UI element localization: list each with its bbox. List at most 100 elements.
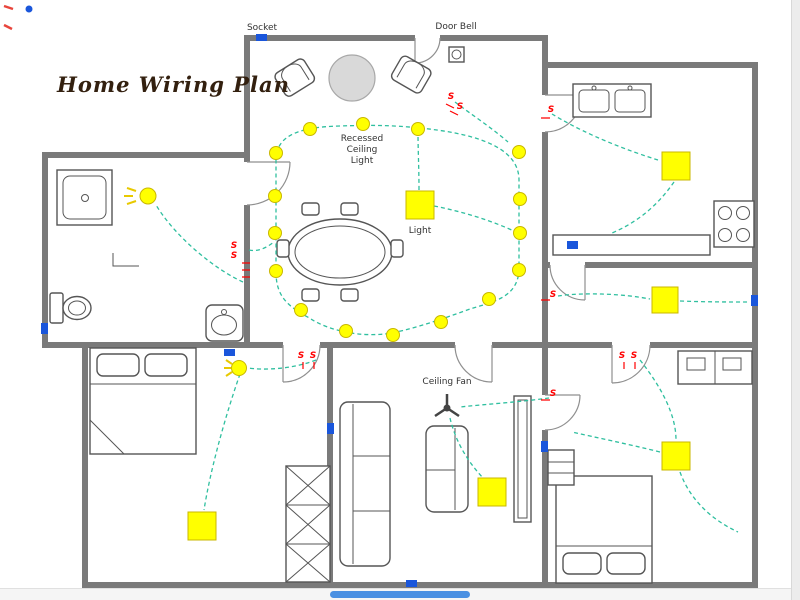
wire-hallway-right	[679, 300, 751, 303]
recessed-light	[294, 303, 308, 317]
light-bulb	[231, 360, 247, 376]
burner	[718, 206, 732, 220]
recessed-light	[339, 324, 353, 338]
light-square-hallway	[651, 286, 679, 314]
recessed-light	[513, 226, 527, 240]
switch-symbol: S	[550, 389, 556, 399]
recessed-light	[513, 192, 527, 206]
faucet	[627, 85, 633, 91]
sockets	[41, 34, 758, 587]
horizontal-scrollbar[interactable]	[0, 588, 791, 600]
faucet	[591, 85, 597, 91]
wardrobe-drawer	[686, 357, 706, 371]
wiring	[155, 101, 751, 533]
wire-light-to-loop-right	[433, 205, 517, 233]
corner-wall-light	[224, 359, 247, 377]
light-rays	[124, 187, 137, 205]
ceiling-fan-symbol	[434, 394, 460, 418]
wardrobe-left	[285, 465, 331, 583]
armchair-back	[396, 60, 425, 89]
wire-kitchen-counter	[611, 181, 675, 234]
door-bedroom-right	[611, 344, 651, 384]
legend-fragments	[3, 4, 33, 31]
annotations: Socket Door Bell Recessed Ceiling Light …	[247, 22, 477, 387]
socket-label: Socket	[247, 23, 278, 33]
legend-fragment-red	[3, 4, 14, 11]
tv-console-body	[513, 395, 532, 523]
loveseat	[425, 425, 469, 513]
stove-body	[713, 200, 755, 248]
door-living-family	[454, 344, 493, 383]
dining-table-inner	[294, 225, 386, 279]
recessed-light	[411, 122, 425, 136]
bedroom-left-furniture	[89, 347, 331, 583]
legend-fragment-red	[3, 23, 13, 31]
vertical-scrollbar[interactable]	[791, 0, 800, 600]
armchair-left	[274, 58, 316, 97]
door-bedroom-left	[282, 344, 321, 383]
recessed-light	[269, 264, 283, 278]
wardrobe-drawer	[722, 357, 742, 371]
living-room-furniture	[274, 46, 465, 302]
tv-console-inner	[517, 399, 528, 519]
switch-symbol: S	[448, 92, 454, 102]
round-rug	[328, 54, 376, 102]
wire-switch-to-loop	[248, 241, 275, 252]
sofa-long	[339, 401, 391, 567]
bathroom-ceiling-light	[124, 187, 157, 205]
pillow	[606, 552, 646, 575]
bed-left	[89, 347, 197, 455]
kitchen-counter	[552, 234, 711, 256]
door-bell-device	[448, 46, 465, 63]
recessed-label-line1: Recessed	[341, 134, 384, 144]
recessed-label-line2: Ceiling	[347, 145, 378, 155]
light-bulb	[139, 187, 157, 205]
dining-chair	[340, 202, 359, 216]
wire-kitchen-feed	[551, 113, 659, 161]
nightstand-body	[547, 449, 575, 486]
light-square-family	[477, 477, 507, 507]
recessed-lights	[268, 117, 527, 342]
recessed-light	[512, 263, 526, 277]
light-label: Light	[409, 226, 432, 236]
recessed-light	[303, 122, 317, 136]
wire-hallway-feed	[557, 293, 651, 300]
tv-console	[513, 395, 532, 523]
toilet-seat	[68, 300, 86, 316]
switch-symbol: S	[457, 102, 463, 112]
switch-symbol: S	[631, 351, 637, 361]
recessed-light	[269, 146, 283, 160]
loveseat-body	[425, 425, 469, 513]
towel-bar	[112, 253, 139, 267]
recessed-light	[434, 315, 448, 329]
recessed-label-line3: Light	[351, 156, 374, 166]
switch-symbol: S	[231, 251, 237, 261]
light-fixtures	[124, 151, 691, 541]
shower	[56, 169, 113, 226]
door-entry	[414, 37, 441, 64]
wardrobe-right	[677, 350, 753, 385]
wire-living-loop	[275, 124, 520, 336]
horizontal-scrollbar-thumb[interactable]	[330, 591, 470, 598]
recessed-light	[482, 292, 496, 306]
socket-outlet	[41, 323, 48, 334]
walls	[42, 35, 758, 588]
socket-outlet	[327, 423, 334, 434]
wire-bedroom-left-down	[203, 373, 241, 511]
socket-outlet	[224, 349, 235, 356]
burner	[718, 228, 732, 242]
sofa-cushions	[352, 404, 390, 564]
pillow	[96, 353, 140, 377]
legend-fragment-blue	[25, 5, 33, 13]
stove	[713, 200, 755, 248]
door-bell-box	[448, 46, 465, 63]
recessed-light	[268, 189, 282, 203]
loveseat-cushions	[426, 428, 456, 510]
toilet-tank	[49, 292, 64, 324]
switch-symbol: S	[548, 105, 554, 115]
fan-hub	[443, 404, 451, 412]
door-family-bedroom	[544, 394, 581, 431]
wire-fan-feed	[459, 397, 550, 408]
recessed-light	[386, 328, 400, 342]
recessed-light	[268, 226, 282, 240]
